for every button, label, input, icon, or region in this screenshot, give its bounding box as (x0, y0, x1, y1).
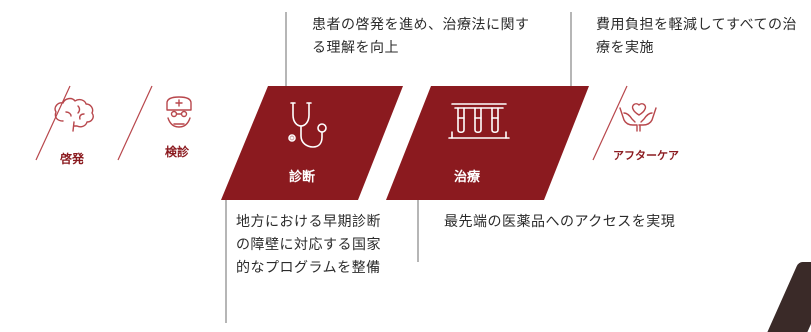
stage-divider (117, 85, 153, 161)
patient-journey-diagram (35, 12, 657, 323)
annotation-awareness: 患者の啓発を進め、治療法に関する理解を向上 (312, 17, 530, 56)
annotation-treatment: 最先端の医薬品へのアクセスを実現 (444, 214, 676, 230)
stage-panel-diagnosis (221, 86, 403, 200)
stage-divider (35, 85, 71, 161)
stage-label-screening: 検診 (164, 145, 190, 159)
stage-label-aftercare: アフターケア (613, 149, 679, 162)
stage-label-awareness: 啓発 (59, 152, 85, 166)
test-tubes-icon (448, 103, 510, 139)
stage-divider (592, 85, 628, 161)
hands-heart-icon (619, 103, 657, 132)
stethoscope-icon (288, 102, 327, 148)
doctor-icon (166, 96, 192, 128)
annotation-diagnosis: 地方における早期診断の障壁に対応する国家的なプログラムを整備 (236, 214, 381, 276)
brain-icon (54, 97, 94, 132)
stage-label-diagnosis: 診断 (288, 170, 316, 185)
stage-panel-treatment (386, 86, 589, 200)
annotation-cost: 費用負担を軽減してすべての治療を実施 (596, 17, 798, 56)
stage-label-treatment: 治療 (453, 170, 481, 185)
